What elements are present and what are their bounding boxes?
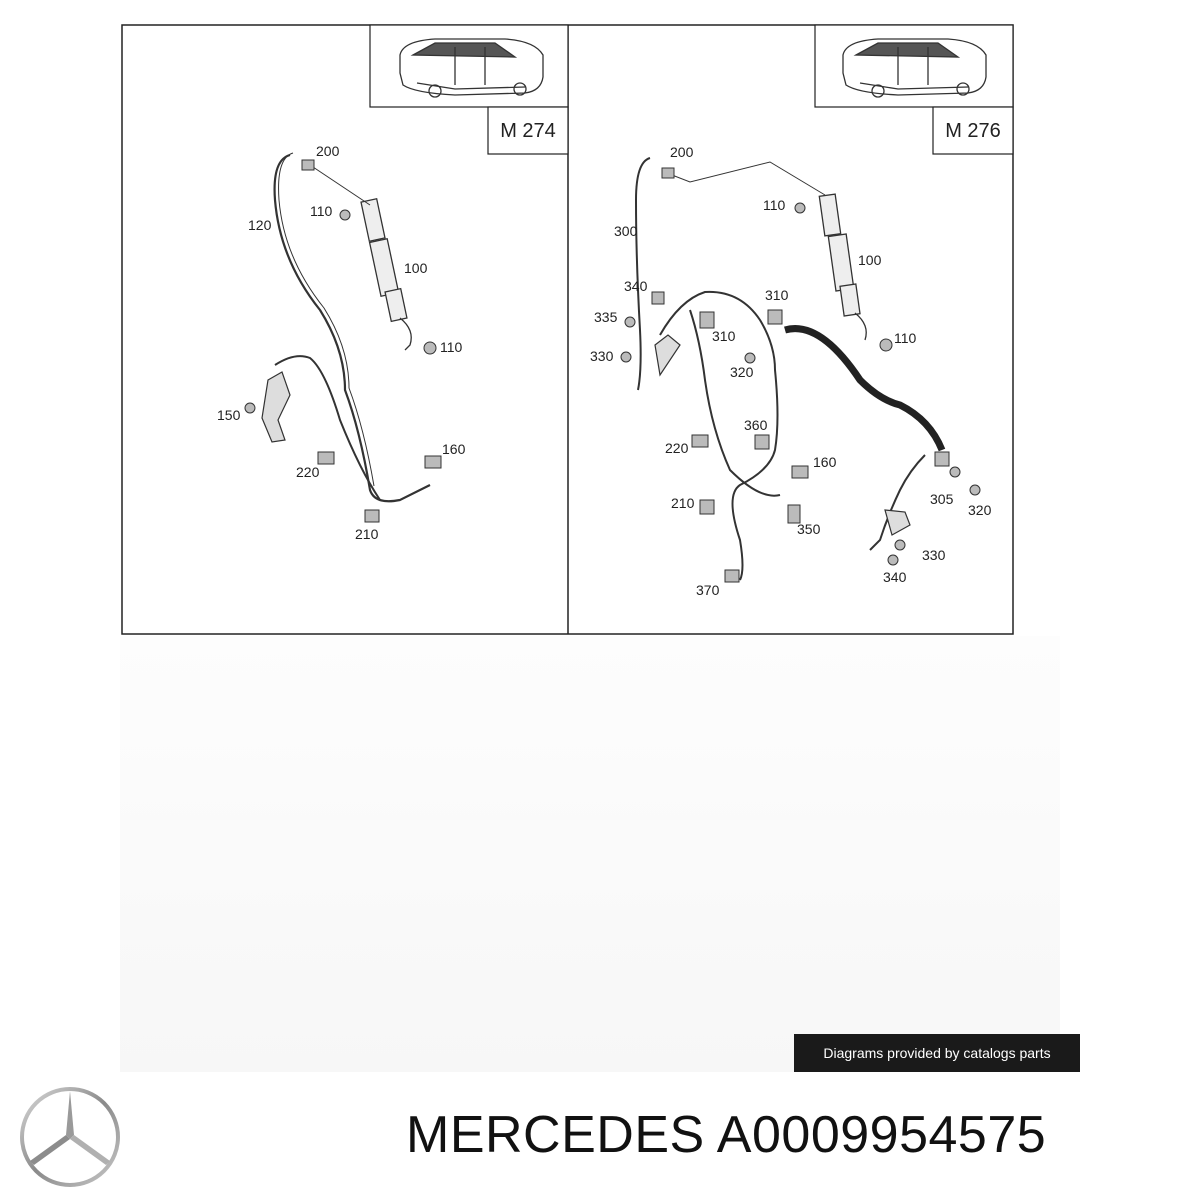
callout-number: 110 — [310, 203, 333, 219]
hose-line — [659, 290, 779, 581]
parts-diagram: M 274 200 120 110 100 110 1 — [121, 24, 1014, 635]
mercedes-star-icon — [20, 1087, 120, 1187]
hose-line — [278, 152, 375, 487]
callout-number: 210 — [355, 526, 379, 542]
part-number: A0009954575 — [716, 1106, 1047, 1164]
callout-number: 220 — [665, 440, 689, 456]
callout-number: 110 — [763, 197, 786, 213]
callout-number: 200 — [670, 144, 694, 160]
callout-number: 320 — [730, 364, 754, 380]
hose-line — [634, 157, 651, 391]
car-thumbnail-icon — [399, 38, 544, 98]
callout-number: 160 — [442, 441, 466, 457]
brand-name: MERCEDES — [406, 1106, 705, 1164]
callout-number: 370 — [696, 582, 720, 598]
clip-parts — [620, 167, 981, 583]
bracket — [654, 334, 681, 377]
panel-right: M 276 — [590, 24, 1014, 598]
callout-number: 340 — [624, 278, 648, 294]
engine-label: M 274 — [500, 120, 556, 142]
brand-caption: MERCEDES A0009954575 — [406, 1105, 1046, 1165]
callout-number: 110 — [440, 339, 463, 355]
bracket — [261, 371, 291, 443]
callout-number: 310 — [765, 287, 789, 303]
callout-number: 150 — [217, 407, 241, 423]
clip-parts — [244, 159, 442, 523]
washer-pump — [360, 198, 412, 351]
callout-number: 330 — [922, 547, 946, 563]
panel-left: M 274 200 120 110 100 110 1 — [217, 24, 569, 542]
callout-number: 350 — [797, 521, 821, 537]
callout-number: 360 — [744, 417, 768, 433]
bracket — [884, 509, 911, 536]
callout-number: 210 — [671, 495, 695, 511]
washer-pump — [818, 193, 867, 341]
callout-number: 300 — [614, 223, 638, 239]
callout-number: 305 — [930, 491, 954, 507]
thick-hose — [784, 325, 946, 452]
engine-label-box — [487, 106, 569, 155]
car-thumbnail-icon — [842, 38, 987, 98]
callout-number: 340 — [883, 569, 907, 585]
engine-label: M 276 — [945, 120, 1001, 142]
leader-line — [671, 161, 826, 196]
callout-number: 220 — [296, 464, 320, 480]
engine-label-box — [932, 106, 1014, 155]
callout-number: 335 — [594, 309, 618, 325]
hose-line — [869, 454, 926, 551]
callout-number: 120 — [248, 217, 272, 233]
credit-badge: Diagrams provided by catalogs parts — [794, 1034, 1080, 1072]
hose-line — [274, 355, 381, 501]
callout-number: 160 — [813, 454, 837, 470]
callout-number: 100 — [404, 260, 428, 276]
hose-line — [689, 309, 781, 497]
callout-number: 200 — [316, 143, 340, 159]
callout-number: 110 — [894, 330, 917, 346]
leader-line — [309, 164, 371, 206]
hose-line — [273, 153, 431, 503]
callout-number: 100 — [858, 252, 882, 268]
callout-number: 310 — [712, 328, 736, 344]
empty-background — [120, 636, 1060, 1072]
callout-number: 330 — [590, 348, 614, 364]
callout-number: 320 — [968, 502, 992, 518]
